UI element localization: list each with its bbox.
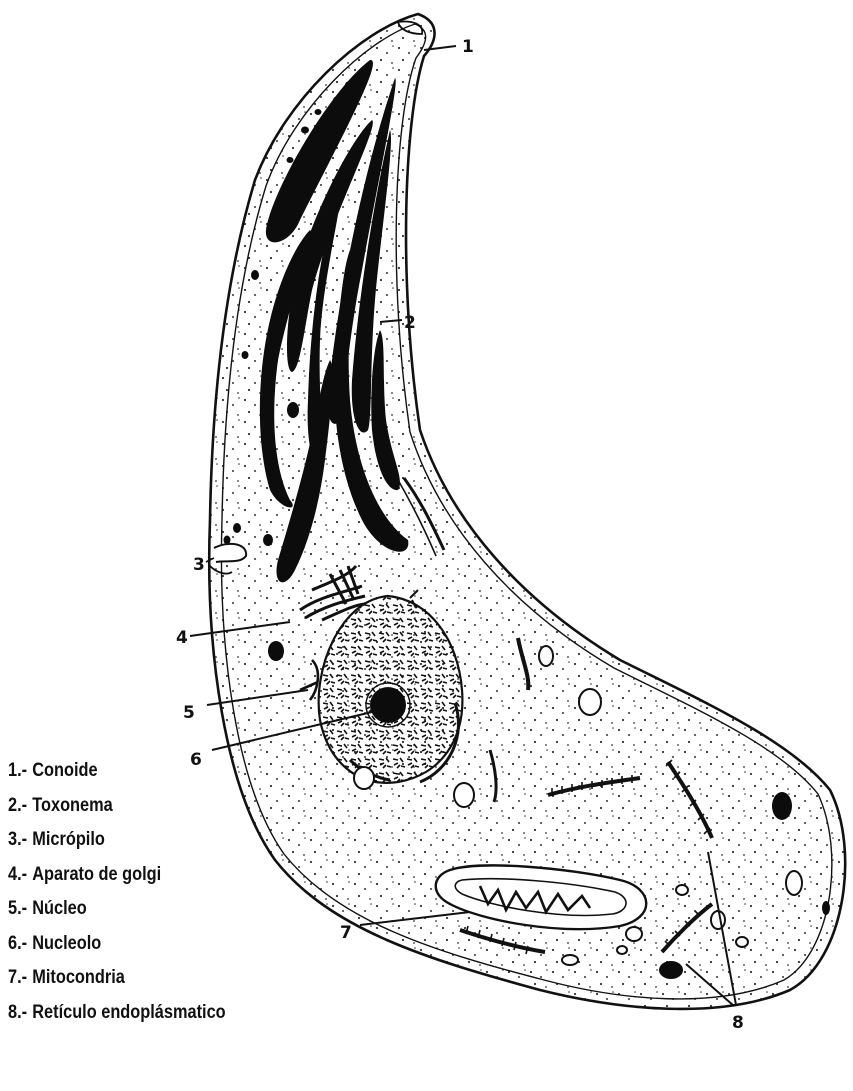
legend-item-nucleo: 5.- Núcleo [8,892,226,927]
callout-2: 2 [404,313,416,333]
legend-item-conoide: 1.- Conoide [8,754,226,789]
callout-5: 5 [183,703,195,723]
legend-number: 8.- [8,1002,27,1023]
legend-label: Conoide [32,760,97,781]
legend-number: 7.- [8,967,27,988]
legend-item-nucleolo: 6.- Nucleolo [8,927,226,962]
legend-label: Núcleo [32,898,86,919]
callout-3: 3 [193,555,205,575]
legend: 1.- Conoide 2.- Toxonema 3.- Micrópilo 4.- A… [8,754,261,1030]
legend-item-reticulo-endoplasmatico: 8.- Retículo endoplásmatico [8,996,226,1031]
legend-label: Mitocondria [32,967,125,988]
legend-number: 3.- [8,829,27,850]
legend-number: 5.- [8,898,27,919]
callout-4: 4 [176,628,188,648]
legend-label: Nucleolo [32,933,101,954]
legend-label: Retículo endoplásmatico [32,1002,225,1023]
callout-1: 1 [462,37,474,57]
legend-number: 1.- [8,760,27,781]
legend-item-mitocondria: 7.- Mitocondria [8,961,226,996]
legend-item-toxonema: 2.- Toxonema [8,789,226,824]
legend-label: Micrópilo [32,829,105,850]
legend-label: Toxonema [32,795,113,816]
callout-7: 7 [340,923,352,943]
legend-number: 6.- [8,933,27,954]
legend-label: Aparato de golgi [32,864,161,885]
legend-item-micropilo: 3.- Micrópilo [8,823,226,858]
legend-number: 2.- [8,795,27,816]
legend-item-aparato-de-golgi: 4.- Aparato de golgi [8,858,226,893]
callout-8: 8 [732,1013,744,1033]
legend-number: 4.- [8,864,27,885]
